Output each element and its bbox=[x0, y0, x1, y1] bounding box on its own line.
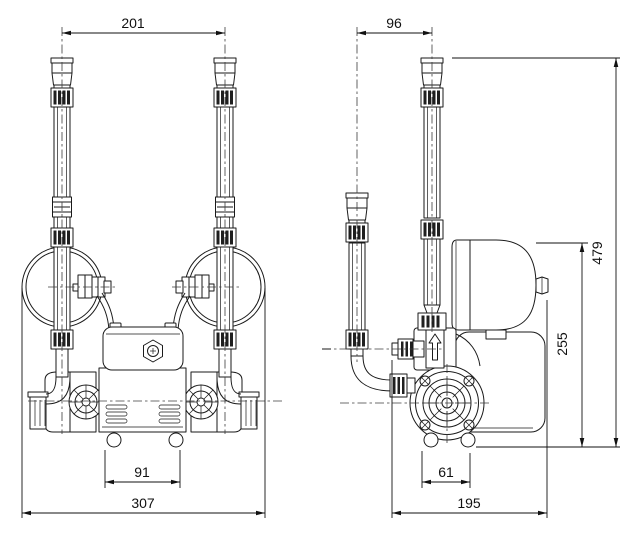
motor-top-cover bbox=[102, 322, 184, 371]
dim-label-195: 195 bbox=[457, 495, 481, 511]
riser-pipe-front-right bbox=[213, 57, 242, 405]
casing-screw bbox=[419, 419, 431, 431]
dim-label-255: 255 bbox=[554, 332, 570, 356]
dimensions: 201 96 479 255 bbox=[21, 15, 620, 518]
dimension-foot-spacing-front: 91 bbox=[104, 450, 181, 488]
dimension-tank-height: 255 bbox=[536, 242, 588, 448]
accumulator-tank bbox=[451, 239, 549, 340]
foot-front-right bbox=[168, 432, 184, 448]
dim-label-96: 96 bbox=[386, 15, 402, 31]
foot-side-right bbox=[460, 432, 476, 448]
dimension-pipe-offset-side: 96 bbox=[356, 15, 433, 36]
foot-front-left bbox=[106, 432, 122, 448]
hose-clamp-right bbox=[175, 274, 215, 299]
front-view bbox=[21, 57, 266, 448]
foot-side-left bbox=[423, 432, 439, 448]
dim-label-61: 61 bbox=[438, 464, 454, 480]
pump-head-right bbox=[183, 371, 243, 433]
dimension-pipe-spacing-front: 201 bbox=[61, 15, 226, 36]
flow-direction-arrow-icon bbox=[428, 333, 442, 361]
tank-nipple bbox=[535, 276, 549, 295]
casing-screw bbox=[463, 419, 475, 431]
motor-front bbox=[98, 367, 187, 448]
side-view bbox=[345, 57, 549, 448]
dimension-foot-spacing-side: 61 bbox=[421, 451, 471, 488]
tank-bracket bbox=[485, 329, 507, 340]
casing-screw bbox=[463, 375, 475, 387]
inlet-port-left bbox=[27, 391, 49, 430]
hex-bolt bbox=[143, 339, 163, 363]
dimension-overall-width-front: 307 bbox=[21, 288, 266, 518]
dim-label-479: 479 bbox=[589, 241, 605, 265]
dimension-overall-height: 479 bbox=[452, 57, 620, 448]
dim-label-307: 307 bbox=[131, 495, 155, 511]
hose-clamp-left bbox=[72, 274, 112, 299]
casing-screw bbox=[419, 375, 431, 387]
flexible-hose-side bbox=[345, 192, 416, 398]
inlet-port-right bbox=[238, 391, 260, 430]
dim-label-91: 91 bbox=[134, 464, 150, 480]
dimension-overall-depth-side: 195 bbox=[391, 300, 548, 518]
centerlines bbox=[28, 27, 492, 445]
dim-label-201: 201 bbox=[121, 15, 145, 31]
pump-head-left bbox=[44, 371, 104, 433]
riser-pipe-front-left bbox=[45, 57, 74, 405]
